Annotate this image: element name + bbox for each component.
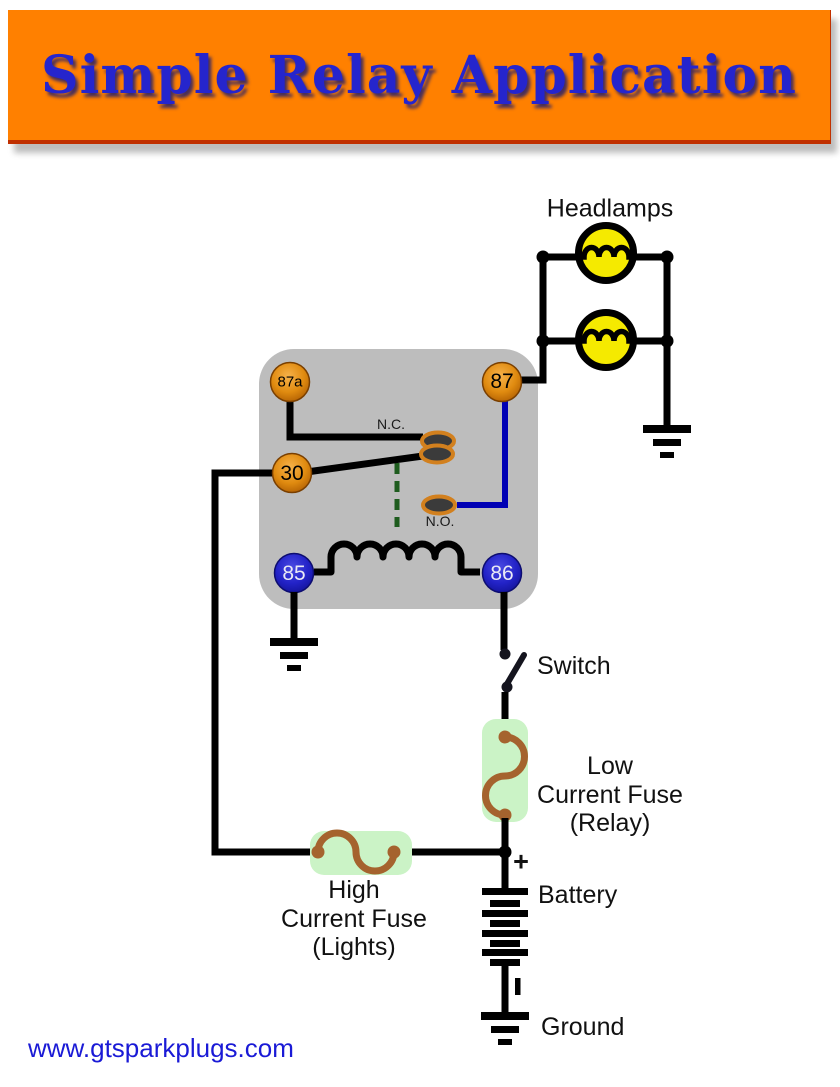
relay-coil — [314, 540, 480, 576]
wire-30-to-high-fuse — [211, 469, 320, 856]
terminal-30 — [271, 452, 313, 494]
low-fuse-label-line3: (Relay) — [569, 809, 651, 837]
ground-bar-2 — [653, 439, 681, 446]
headlamps-label: Headlamps — [546, 194, 674, 223]
battery-plate-long-1 — [482, 888, 528, 895]
ground-bar-3 — [498, 1039, 512, 1045]
relay-coil-ground-icon — [270, 638, 318, 671]
terminal-86-label: 86 — [490, 562, 514, 585]
switch-lever — [504, 652, 527, 687]
high-fuse-label-line2: Current Fuse — [281, 904, 427, 933]
terminal-87a-label: 87a — [277, 373, 303, 391]
terminal-85-label: 85 — [282, 562, 306, 585]
switch-label: Switch — [537, 652, 611, 680]
junction-dot-top-right — [660, 250, 674, 264]
battery-plate-short-4 — [490, 959, 520, 966]
headlamp-top-filament-icon — [581, 244, 632, 260]
ground-label: Ground — [541, 1013, 625, 1041]
ground-bar-2 — [491, 1026, 519, 1033]
no-fixed-contact — [421, 494, 457, 516]
battery-positive-label: + — [513, 846, 529, 877]
low-fuse-top-dot — [498, 730, 512, 744]
wire-87a-to-nc-contact — [286, 398, 423, 441]
headlamp-bottom-filament-icon — [581, 328, 632, 344]
battery-negative-mark — [515, 978, 521, 995]
high-fuse-label-line1: High — [328, 876, 380, 904]
ground-bar-1 — [643, 425, 691, 433]
headlamp-ground-icon — [643, 425, 691, 458]
armature-wire-30 — [291, 452, 424, 478]
headlamp-top-bulb — [575, 222, 637, 284]
high-fuse-label: High Current Fuse (Lights) — [281, 876, 427, 962]
high-fuse-left-dot — [311, 845, 325, 859]
low-fuse-label: Low Current Fuse (Relay) — [537, 752, 683, 838]
low-fuse-label-line1: Low — [587, 752, 633, 780]
battery-icon — [482, 888, 528, 966]
no-contact-label: N.O. — [425, 513, 455, 529]
switch-upper-contact-dot — [499, 648, 511, 660]
ground-bar-1 — [481, 1012, 529, 1020]
high-fuse-right-dot — [387, 845, 401, 859]
terminal-87 — [481, 361, 523, 403]
ground-bar-3 — [660, 452, 674, 458]
ground-bar-2 — [280, 652, 308, 659]
headlamp-bottom-bulb — [575, 309, 637, 371]
title-banner: Simple Relay Application — [8, 10, 831, 144]
junction-dot-bottom-left — [536, 334, 550, 348]
page-title: Simple Relay Application — [41, 44, 797, 106]
terminal-87-label: 87 — [490, 370, 514, 393]
low-fuse-label-line2: Current Fuse — [537, 780, 683, 809]
website-link[interactable]: www.gtsparkplugs.com — [28, 1033, 294, 1063]
nc-contact-label: N.C. — [377, 416, 405, 432]
terminal-87a — [269, 361, 311, 403]
junction-dot-top-left — [536, 250, 550, 264]
ground-bar-1 — [270, 638, 318, 646]
battery-plate-short-2 — [490, 920, 520, 927]
blue-wire-87-to-no-contact — [457, 399, 508, 508]
battery-plate-long-4 — [482, 949, 528, 956]
wire-87-to-headlamps — [518, 255, 547, 384]
battery-plate-short-3 — [490, 940, 520, 947]
battery-label: Battery — [538, 881, 618, 909]
junction-dot-bottom-right — [660, 334, 674, 348]
relay-body — [259, 349, 538, 609]
nc-moving-contact — [419, 443, 455, 465]
terminal-30-label: 30 — [280, 462, 304, 485]
ground-bar-3 — [287, 665, 301, 671]
low-fuse-element — [482, 733, 528, 819]
high-fuse-element — [314, 829, 398, 875]
battery-ground-icon — [481, 1012, 529, 1045]
battery-plate-long-3 — [482, 930, 528, 937]
battery-junction-dot — [498, 845, 512, 859]
high-fuse-label-line3: (Lights) — [312, 933, 396, 961]
battery-plate-long-2 — [482, 910, 528, 917]
battery-plate-short-1 — [490, 900, 520, 907]
switch-lower-contact-dot — [501, 681, 513, 693]
